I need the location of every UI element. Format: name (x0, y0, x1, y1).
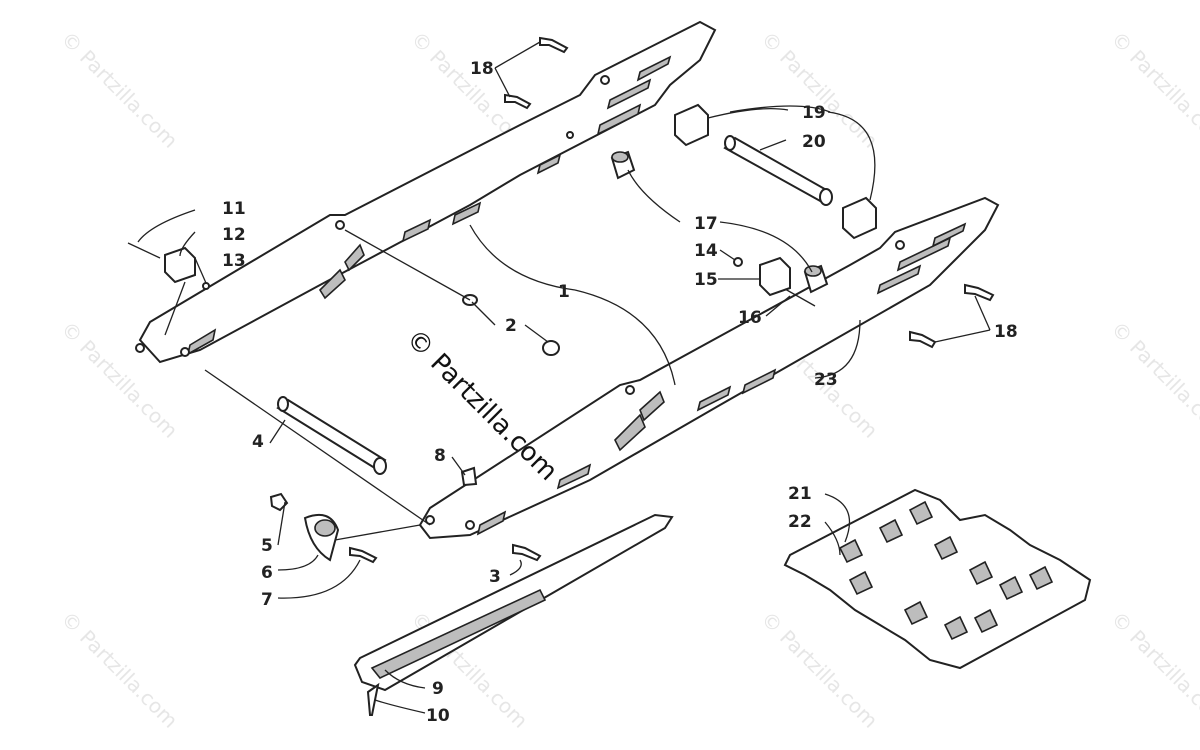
callout-21: 21 (788, 484, 812, 504)
pin-11 (127, 242, 161, 259)
callout-6: 6 (261, 563, 273, 583)
slide-9 (353, 513, 674, 692)
bolt-3 (512, 543, 542, 562)
leader-lines (137, 41, 991, 714)
callout-12: 12 (222, 225, 246, 245)
wheel-cap-6 (303, 514, 340, 562)
callout-8: 8 (434, 446, 446, 466)
watermark: © Partzilla.com (1106, 607, 1200, 733)
clip-8 (460, 466, 478, 487)
callout-19: 19 (802, 103, 826, 123)
bumper-block-12 (164, 246, 196, 284)
callout-10: 10 (426, 706, 450, 726)
callout-15: 15 (694, 270, 718, 290)
watermark: © Partzilla.com (1106, 317, 1200, 443)
track-section (783, 488, 1092, 670)
callout-3: 3 (489, 567, 501, 587)
callout-18-right: 18 (994, 322, 1018, 342)
bolt-7 (349, 546, 378, 564)
callout-22: 22 (788, 512, 812, 532)
spacer-block-19 (674, 103, 877, 240)
callout-18-top: 18 (470, 59, 494, 79)
callout-16: 16 (738, 308, 762, 328)
bolt-18 (504, 36, 995, 349)
nut-14 (733, 257, 743, 267)
callout-7: 7 (261, 590, 273, 610)
pin-16 (784, 288, 816, 307)
callout-11: 11 (222, 199, 246, 219)
callout-5: 5 (261, 536, 273, 556)
rear-axle-shaft (276, 396, 387, 475)
callout-14: 14 (694, 241, 718, 261)
callout-23: 23 (814, 370, 838, 390)
cross-shaft (723, 135, 833, 206)
callout-17: 17 (694, 214, 718, 234)
callout-4: 4 (252, 432, 264, 452)
callout-13: 13 (222, 251, 246, 271)
callout-2: 2 (505, 316, 517, 336)
callout-20: 20 (802, 132, 826, 152)
watermark: © Partzilla.com (56, 607, 182, 733)
screw-10 (366, 682, 380, 716)
callout-9: 9 (432, 679, 444, 699)
watermark: © Partzilla.com (1106, 27, 1200, 153)
callout-1: 1 (558, 282, 570, 302)
nut-13 (202, 282, 210, 290)
lower-rail (418, 196, 1000, 540)
watermark: © Partzilla.com (756, 607, 882, 733)
bumper-block-15 (759, 256, 791, 297)
nut-5 (269, 492, 289, 512)
watermark: © Partzilla.com (56, 27, 182, 153)
upper-rail (135, 20, 717, 364)
callouts: 1 2 3 4 5 6 7 8 9 10 11 12 13 14 15 16 1… (222, 59, 1018, 726)
partzilla-watermark: © Partzilla.com (400, 324, 563, 487)
